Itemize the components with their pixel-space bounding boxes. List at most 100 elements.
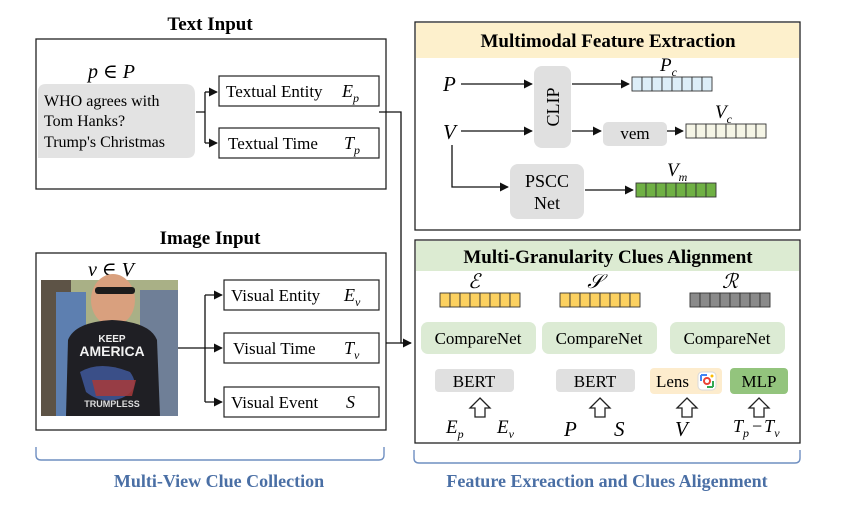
photo-text-keep: KEEP bbox=[98, 334, 126, 345]
text-input-panel bbox=[35, 38, 387, 190]
mlp-encoder bbox=[730, 368, 788, 394]
textual-entity-label: Textual Entity bbox=[226, 82, 323, 101]
input-v-label: V bbox=[443, 120, 458, 144]
pc-label: Pc bbox=[659, 55, 678, 79]
event-vector-cell bbox=[619, 292, 631, 308]
vm-vector-cell bbox=[645, 182, 657, 198]
textual-entity-symbol: Ep bbox=[341, 81, 359, 105]
time-vector-cell bbox=[709, 292, 721, 308]
vc-vector-cell bbox=[695, 123, 707, 139]
align-input-ep: Ep bbox=[445, 417, 464, 441]
pc-vector-cell bbox=[691, 76, 703, 92]
entity-clue-symbol: ℰ bbox=[468, 271, 482, 293]
entity-clue-vector bbox=[439, 292, 521, 308]
vc-vector-cell bbox=[685, 123, 697, 139]
image-branch-connector bbox=[178, 295, 206, 402]
left-caption: Multi-View Clue Collection bbox=[114, 471, 324, 491]
time-clue-symbol: ℛ bbox=[722, 271, 740, 293]
comparenet-event bbox=[542, 322, 657, 354]
alignment-title: Multi-Granularity Clues Alignment bbox=[463, 247, 753, 268]
vm-feature-vector bbox=[635, 182, 717, 198]
pc-vector-cell bbox=[641, 76, 653, 92]
pc-vector-cell bbox=[701, 76, 713, 92]
vc-vector-cell bbox=[735, 123, 747, 139]
vm-vector-cell bbox=[685, 182, 697, 198]
visual-time-symbol: Tv bbox=[344, 338, 360, 362]
vc-vector-cell bbox=[755, 123, 767, 139]
time-vector-cell bbox=[729, 292, 741, 308]
visual-time-box bbox=[223, 332, 380, 364]
entity-vector-cell bbox=[499, 292, 511, 308]
visual-event-symbol: S bbox=[346, 392, 355, 412]
pscc-node bbox=[510, 164, 584, 219]
textual-entity-box bbox=[218, 75, 380, 107]
query-line-2: Tom Hanks? bbox=[44, 113, 125, 130]
text-set-label: p ∈ P bbox=[86, 61, 135, 83]
textual-time-symbol: Tp bbox=[344, 133, 360, 157]
visual-time-label: Visual Time bbox=[233, 339, 316, 358]
image-set-label: v ∈ V bbox=[88, 259, 137, 281]
align-input-ev: Ev bbox=[496, 417, 515, 441]
pc-vector-cell bbox=[681, 76, 693, 92]
event-vector-cell bbox=[609, 292, 621, 308]
image-input-panel bbox=[35, 252, 387, 431]
event-vector-cell bbox=[599, 292, 611, 308]
text-input-title: Text Input bbox=[167, 14, 253, 35]
vm-label: Vm bbox=[667, 160, 688, 184]
vm-vector-cell bbox=[665, 182, 677, 198]
up-arrow-icon bbox=[675, 397, 699, 418]
left-caption-bracket bbox=[35, 447, 385, 461]
pc-vector-cell bbox=[661, 76, 673, 92]
vc-vector-cell bbox=[725, 123, 737, 139]
textual-time-label: Textual Time bbox=[228, 134, 318, 153]
vm-vector-cell bbox=[635, 182, 647, 198]
vm-vector-cell bbox=[695, 182, 707, 198]
entity-vector-cell bbox=[439, 292, 451, 308]
vm-vector-cell bbox=[655, 182, 667, 198]
query-bubble bbox=[38, 84, 195, 158]
vc-feature-vector bbox=[685, 123, 767, 139]
input-p-label: P bbox=[442, 72, 456, 96]
pc-feature-vector bbox=[631, 76, 713, 92]
comparenet-entity-label: CompareNet bbox=[435, 329, 522, 348]
align-input-v: V bbox=[675, 417, 690, 441]
mlp-label: MLP bbox=[742, 372, 777, 391]
textual-time-box bbox=[218, 127, 380, 159]
time-vector-cell bbox=[719, 292, 731, 308]
entity-vector-cell bbox=[509, 292, 521, 308]
up-arrow-icon bbox=[747, 397, 771, 418]
event-vector-cell bbox=[569, 292, 581, 308]
event-vector-cell bbox=[559, 292, 571, 308]
lens-icon bbox=[697, 371, 717, 391]
align-input-time-diff: Tp−Tv bbox=[733, 416, 780, 440]
feature-extraction-header bbox=[416, 23, 799, 58]
vem-label: vem bbox=[620, 124, 649, 143]
pc-vector-cell bbox=[671, 76, 683, 92]
text-to-alignment-connector bbox=[379, 111, 412, 348]
pscc-label-line-1: PSCC bbox=[525, 171, 569, 191]
visual-entity-box bbox=[223, 279, 380, 311]
up-arrow-icon bbox=[588, 397, 612, 418]
right-caption-bracket bbox=[413, 450, 801, 464]
bert-entity-label: BERT bbox=[453, 372, 496, 391]
event-vector-cell bbox=[589, 292, 601, 308]
vc-label: Vc bbox=[715, 102, 733, 126]
time-vector-cell bbox=[699, 292, 711, 308]
visual-entity-symbol: Ev bbox=[343, 285, 361, 309]
arrow-v-to-pscc bbox=[451, 145, 509, 192]
bert-entity bbox=[435, 369, 514, 392]
vm-vector-cell bbox=[675, 182, 687, 198]
time-vector-cell bbox=[759, 292, 771, 308]
alignment-header bbox=[416, 241, 799, 271]
time-vector-cell bbox=[739, 292, 751, 308]
visual-event-box bbox=[223, 386, 380, 418]
vc-vector-cell bbox=[705, 123, 717, 139]
feature-extraction-title: Multimodal Feature Extraction bbox=[480, 31, 735, 52]
pscc-label-line-2: Net bbox=[534, 193, 560, 213]
up-arrow-icon bbox=[468, 397, 492, 418]
event-clue-vector bbox=[559, 292, 641, 308]
bert-event-label: BERT bbox=[574, 372, 617, 391]
vc-vector-cell bbox=[715, 123, 727, 139]
vem-node bbox=[603, 122, 667, 146]
